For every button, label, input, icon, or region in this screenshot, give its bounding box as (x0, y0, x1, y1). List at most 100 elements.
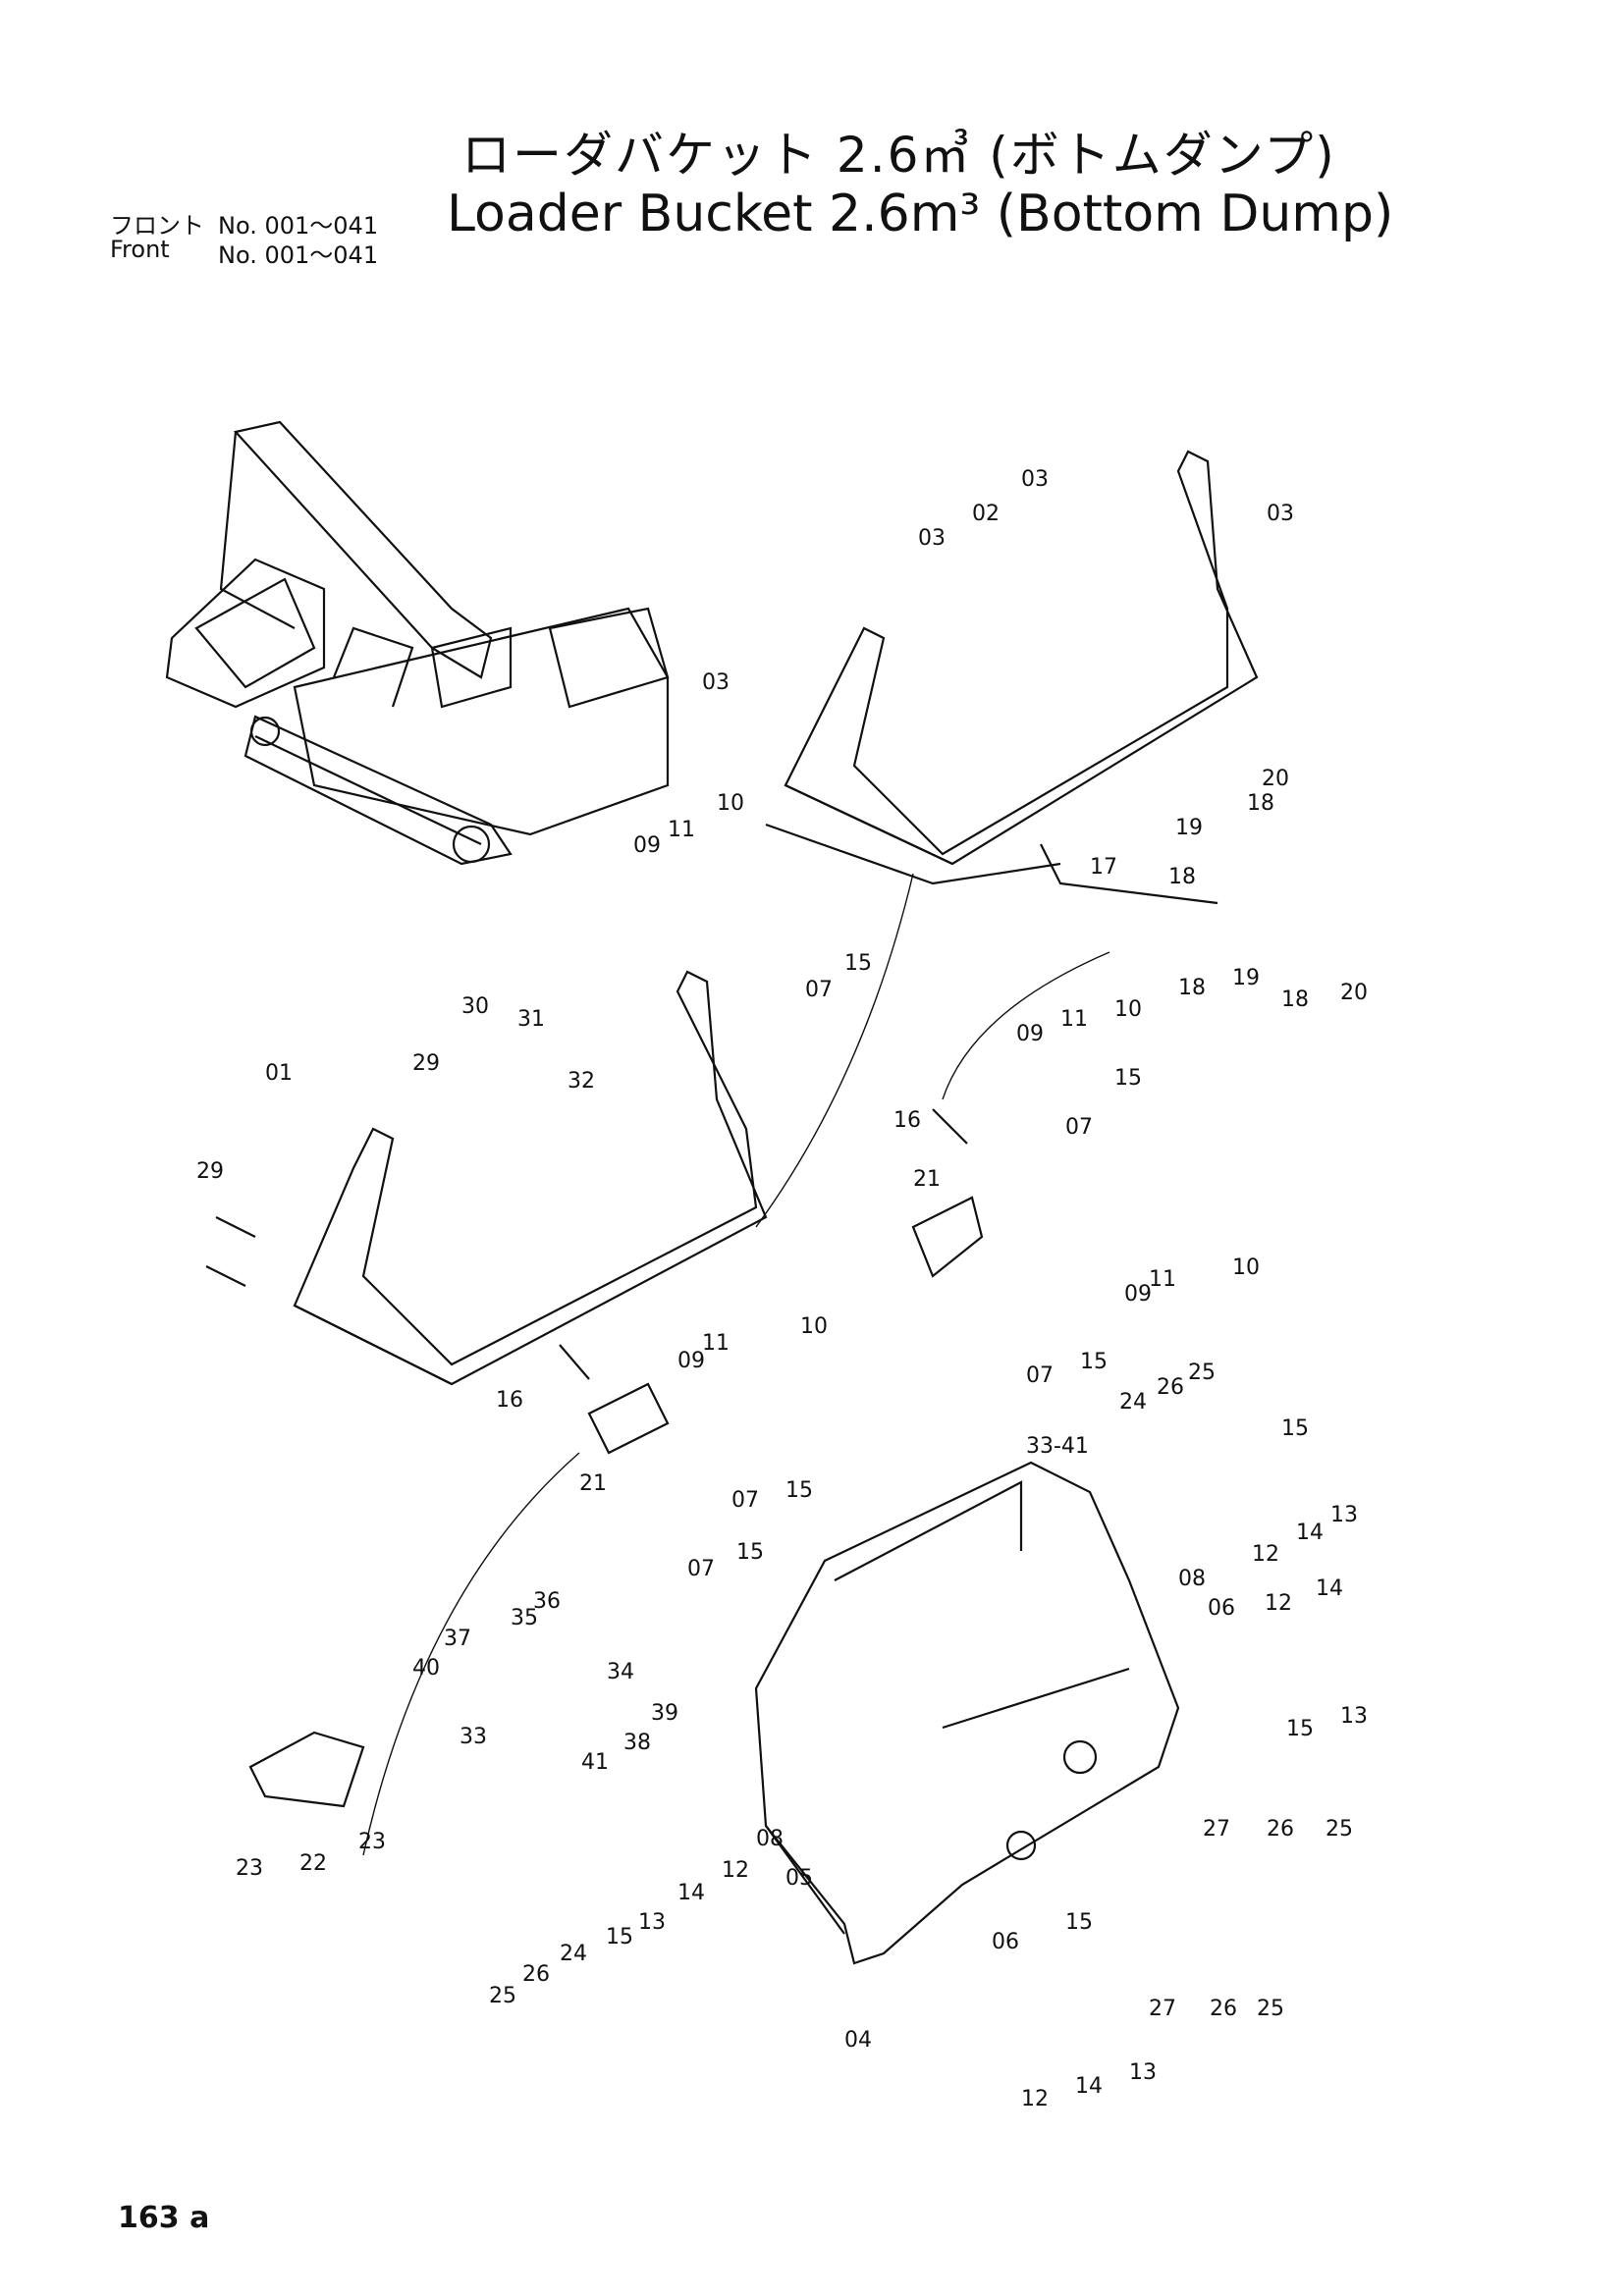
callout-13-1: 13 (1330, 1503, 1358, 1527)
callout-15-8: 15 (606, 1925, 633, 1949)
callout-18-1: 18 (1168, 865, 1196, 889)
callout-30-1: 30 (461, 994, 489, 1019)
callout-19-1: 19 (1175, 816, 1203, 840)
callout-07-3: 07 (1026, 1363, 1054, 1388)
callout-11-2: 11 (1060, 1007, 1088, 1032)
callout-07-5: 07 (687, 1557, 715, 1581)
callout-27-1: 27 (1203, 1817, 1230, 1842)
callout-13-2: 13 (1340, 1704, 1368, 1729)
callout-16-2: 16 (496, 1388, 523, 1413)
callout-25-4: 25 (489, 1984, 516, 2008)
callout-07-1: 07 (805, 978, 833, 1002)
callout-15-7: 15 (1286, 1717, 1314, 1741)
title-japanese: ローダバケット 2.6㎥ (ボトムダンプ) (461, 127, 1336, 184)
callout-18-4: 18 (1281, 988, 1309, 1012)
callout-10-4: 10 (800, 1314, 828, 1339)
callout-15-9: 15 (1065, 1910, 1093, 1935)
callout-21-1: 21 (913, 1167, 941, 1192)
callout-35-1: 35 (511, 1606, 538, 1630)
bucket-02 (765, 450, 1259, 905)
callout-06-1: 06 (1208, 1596, 1235, 1621)
bucket-01 (205, 970, 768, 1386)
callout-34-1: 34 (607, 1660, 634, 1684)
callout-25-2: 25 (1325, 1817, 1353, 1842)
link-plate-21-left (587, 1382, 670, 1455)
front-range-english: No. 001～041 (218, 241, 379, 269)
callout-06-2: 06 (992, 1930, 1019, 1954)
callout-03-1: 03 (1021, 467, 1049, 492)
excavator-illustration (165, 420, 670, 866)
callout-39-1: 39 (651, 1701, 678, 1726)
callout-36-1: 36 (533, 1589, 561, 1614)
callout-25-1: 25 (1188, 1361, 1216, 1385)
callout-29-1: 29 (412, 1051, 440, 1076)
callout-24-2: 24 (560, 1942, 587, 1966)
callout-14-2: 14 (1316, 1576, 1343, 1601)
callout-19-2: 19 (1232, 966, 1260, 990)
arrow-left (362, 1452, 580, 1856)
callout-14-1: 14 (1296, 1521, 1324, 1545)
callout-15-2: 15 (1114, 1066, 1142, 1091)
callout-09-4: 09 (677, 1349, 705, 1373)
callout-18-3: 18 (1178, 976, 1206, 1000)
callout-15-4: 15 (785, 1478, 813, 1503)
link-plate-21-right (911, 1196, 984, 1278)
callout-33-41-1: 33-41 (1026, 1434, 1089, 1459)
callout-04-1: 04 (844, 2028, 872, 2053)
callout-24-1: 24 (1119, 1390, 1147, 1415)
front-label-english: Front (110, 236, 170, 263)
callout-15-1: 15 (844, 951, 872, 976)
callout-02-1: 02 (972, 502, 1000, 526)
bottom-dump-body-04 (754, 1461, 1180, 1965)
callout-09-3: 09 (1124, 1282, 1152, 1307)
page-number: 163 a (118, 2201, 210, 2235)
callout-08-1: 08 (1178, 1567, 1206, 1591)
plate-22 (248, 1731, 365, 1808)
callout-08-2: 08 (756, 1827, 784, 1851)
callout-38-1: 38 (623, 1731, 651, 1755)
callout-05-1: 05 (785, 1866, 813, 1891)
callout-40-1: 40 (412, 1656, 440, 1681)
callout-26-3: 26 (1210, 1997, 1237, 2021)
callout-10-2: 10 (1114, 997, 1142, 1022)
callout-14-4: 14 (1075, 2074, 1103, 2099)
callout-27-2: 27 (1149, 1997, 1176, 2021)
callout-11-4: 11 (702, 1331, 730, 1356)
callout-15-6: 15 (1281, 1416, 1309, 1441)
callout-23-2: 23 (358, 1830, 386, 1854)
callout-32-1: 32 (568, 1069, 595, 1094)
callout-09-1: 09 (633, 833, 661, 858)
callout-22-1: 22 (299, 1851, 327, 1876)
callout-26-4: 26 (522, 1962, 550, 1987)
callout-21-2: 21 (579, 1471, 607, 1496)
callout-03-3: 03 (918, 526, 946, 551)
callout-03-2: 03 (1267, 502, 1294, 526)
callout-03-4: 03 (702, 670, 730, 695)
front-label-japanese: フロント (110, 212, 204, 240)
callout-33-1: 33 (460, 1725, 487, 1749)
callout-07-2: 07 (1065, 1115, 1093, 1140)
callout-09-2: 09 (1016, 1022, 1044, 1046)
callout-37-1: 37 (444, 1627, 471, 1651)
callout-41-1: 41 (581, 1750, 609, 1775)
callout-13-3: 13 (638, 1910, 666, 1935)
callout-14-3: 14 (677, 1881, 705, 1905)
callout-10-1: 10 (717, 791, 744, 816)
callout-11-3: 11 (1149, 1267, 1176, 1292)
callout-31-1: 31 (517, 1007, 545, 1032)
link-16-right (932, 1108, 968, 1145)
callout-13-4: 13 (1129, 2060, 1157, 2085)
callout-17-1: 17 (1090, 855, 1117, 880)
callout-29-2: 29 (196, 1159, 224, 1184)
arrow-top (755, 873, 914, 1228)
callout-07-4: 07 (731, 1488, 759, 1513)
callout-25-3: 25 (1257, 1997, 1284, 2021)
arrow-right (942, 951, 1110, 1100)
callout-12-4: 12 (1021, 2087, 1049, 2111)
callout-26-1: 26 (1157, 1375, 1184, 1400)
callout-11-1: 11 (668, 818, 695, 842)
callout-15-5: 15 (736, 1540, 764, 1565)
title-english: Loader Bucket 2.6m³ (Bottom Dump) (447, 185, 1394, 243)
callout-18-2: 18 (1247, 791, 1274, 816)
